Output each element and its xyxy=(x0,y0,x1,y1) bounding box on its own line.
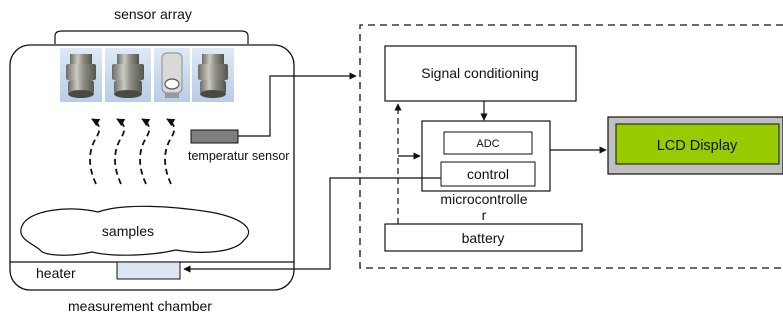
samples-label: samples xyxy=(102,223,154,239)
battery-block xyxy=(384,223,583,252)
airflow-arrow-icon xyxy=(139,118,151,185)
gas-sensor-icon xyxy=(60,48,102,102)
sensor-array xyxy=(60,48,234,102)
control-label: control xyxy=(467,166,509,182)
sensor-array-label: sensor array xyxy=(114,6,192,22)
control-block xyxy=(440,161,536,187)
microcontroller-label-line2: r xyxy=(482,207,487,223)
adc-block xyxy=(443,131,533,155)
samples-blob xyxy=(20,205,250,256)
gas-sensor-icon xyxy=(105,48,151,102)
temperature-sensor xyxy=(190,129,239,144)
airflow-arrow-icon xyxy=(114,118,126,185)
airflow-arrow-icon xyxy=(89,118,101,185)
airflow-arrows xyxy=(89,118,176,185)
microcontroller-label-line1: microcontrolle xyxy=(440,191,527,207)
heater-element xyxy=(116,261,181,280)
electronics-enclosure xyxy=(359,24,783,269)
gas-sensor-icon xyxy=(192,48,234,102)
sensor-array-bracket xyxy=(54,30,249,44)
temperature-sensor-label: temperatur sensor xyxy=(188,149,289,163)
airflow-arrow-icon xyxy=(164,118,176,185)
measurement-chamber xyxy=(9,44,295,291)
gas-sensor-icon xyxy=(154,48,190,102)
lcd-display-screen xyxy=(615,123,780,165)
control-to-heater-connector xyxy=(183,177,441,273)
temp-to-signal-connector xyxy=(238,72,357,137)
signal-conditioning-block xyxy=(384,45,577,102)
lcd-display-label: LCD Display xyxy=(657,138,738,154)
measurement-chamber-label: measurement chamber xyxy=(68,298,212,314)
signal-conditioning-label: Signal conditioning xyxy=(421,65,539,81)
adc-label: ADC xyxy=(476,138,499,150)
battery-label: battery xyxy=(462,230,505,246)
heater-label: heater xyxy=(36,265,76,281)
